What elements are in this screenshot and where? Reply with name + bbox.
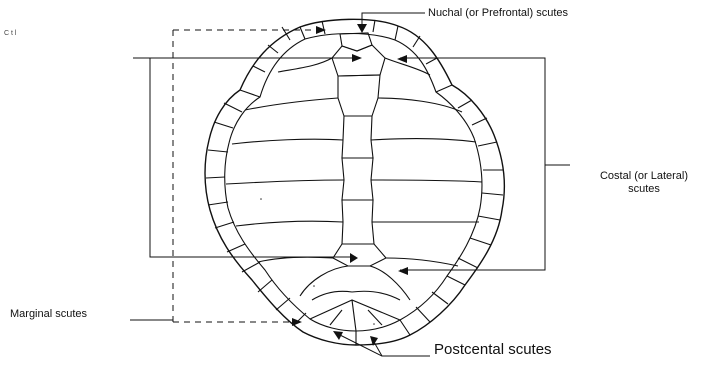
marginal-scutes-label: Marginal scutes xyxy=(10,308,87,321)
speck xyxy=(260,198,262,200)
carapace-outline xyxy=(205,19,504,345)
postcentral-scutes-label: Postcental scutes xyxy=(434,341,552,358)
speck xyxy=(373,323,375,325)
nuchal-scutes-label: Nuchal (or Prefrontal) scutes xyxy=(428,7,568,20)
speck xyxy=(313,285,315,287)
costal-label-line1: Costal (or Lateral) xyxy=(588,170,700,183)
tiny-fragment-label: C t l xyxy=(4,30,16,38)
costal-label-line2: scutes xyxy=(588,183,700,196)
costal-scutes-label: Costal (or Lateral) scutes xyxy=(588,170,700,195)
